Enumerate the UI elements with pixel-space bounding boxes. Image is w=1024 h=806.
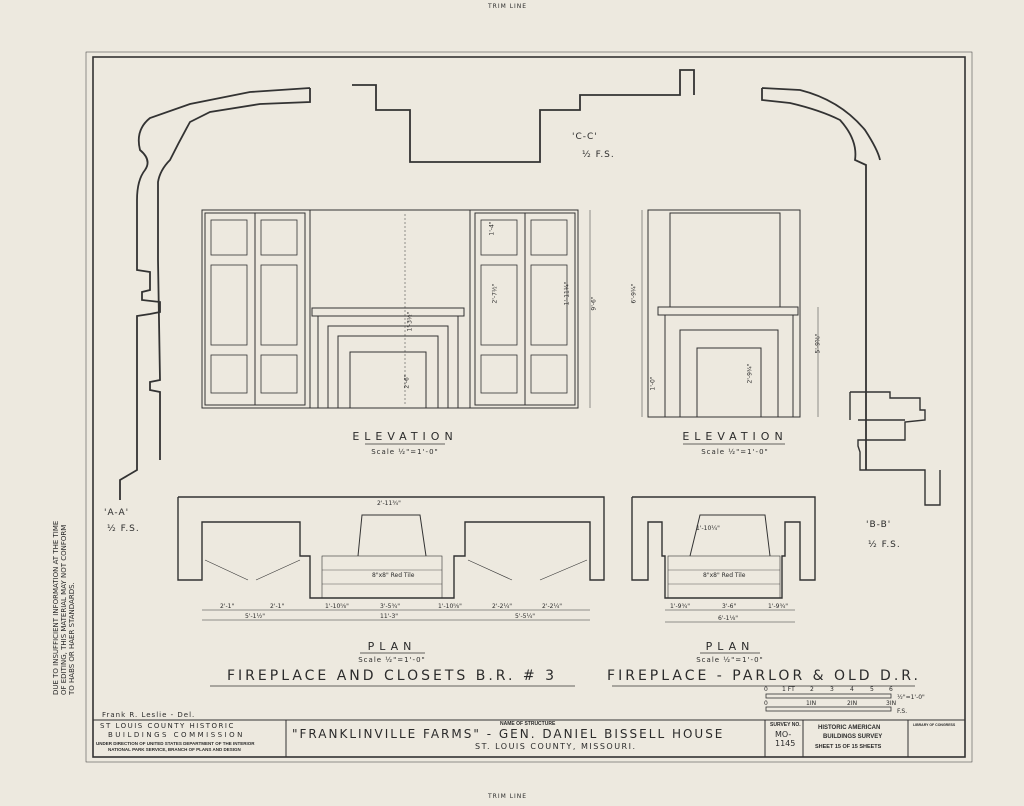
dimension: 1'-9¾" xyxy=(670,603,691,610)
dimension: 6'-9¼" xyxy=(630,283,638,304)
tile-label-left: 8"x8" Red Tile xyxy=(372,572,415,579)
plan-right-drawing xyxy=(631,496,816,623)
dimension: 1'-0" xyxy=(649,376,657,391)
elevation-right-title: Elevation xyxy=(682,430,788,443)
title-block-lines xyxy=(92,719,965,757)
habs-line2: BUILDINGS SURVEY xyxy=(823,734,883,740)
scale-tick: 2IN xyxy=(847,700,858,707)
scale-tick: 0 xyxy=(764,686,768,693)
scale-tick: 5 xyxy=(870,686,874,693)
elevation-left-drawing xyxy=(201,209,591,409)
caption-right: Fireplace - Parlor & Old D.R. xyxy=(607,668,921,684)
outer-border xyxy=(85,51,973,763)
section-aa-label: 'A-A' xyxy=(104,508,130,518)
dimension: 11'-3" xyxy=(380,613,399,620)
dimension: 1'-10¼" xyxy=(696,525,720,532)
location: St. Louis County, Missouri. xyxy=(475,742,637,751)
scale-tick: 1IN xyxy=(806,700,817,707)
dimension: 3'-5¾" xyxy=(380,603,401,610)
plan-right-title: Plan xyxy=(705,640,755,653)
dimension: 5'-9⅝" xyxy=(814,333,822,354)
caption-left: Fireplace and Closets B.R. # 3 xyxy=(227,668,557,684)
scale-tick: 6 xyxy=(889,686,893,693)
dimension: 2'-2¼" xyxy=(542,603,563,610)
molding-profile-aa xyxy=(119,87,311,500)
scale-tick: 1 FT xyxy=(782,686,795,693)
dimension: 1'-9¾" xyxy=(768,603,789,610)
scale-tick: 3 xyxy=(830,686,834,693)
section-cc-label: 'C-C' xyxy=(572,132,598,142)
molding-profile-bb xyxy=(849,391,941,506)
dimension: 9'-6" xyxy=(590,296,598,311)
section-cc-scale: ½ F.S. xyxy=(582,150,615,160)
side-note: DUE TO INSUFFICIENT INFORMATION AT THE T… xyxy=(52,520,76,695)
name-of-structure-label: NAME OF STRUCTURE xyxy=(500,721,556,727)
scale-tick: 4 xyxy=(850,686,854,693)
dimension: 3'-6" xyxy=(722,603,737,610)
sheet-border xyxy=(92,56,966,758)
molding-profile-right xyxy=(761,87,881,470)
dimension: 2'-11¾" xyxy=(377,500,401,507)
dimension: 1'-3½" xyxy=(406,311,414,332)
trim-line-top: TRIM LINE xyxy=(488,3,528,10)
structure-name: "Franklinville Farms" - Gen. Daniel Biss… xyxy=(292,727,725,741)
habs-line1: HISTORIC AMERICAN xyxy=(818,725,881,731)
delineator: Frank R. Leslie - Del. xyxy=(102,711,196,719)
dimension: 5'-1½" xyxy=(245,613,266,620)
commission-under2: NATIONAL PARK SERVICE, BRANCH OF PLANS A… xyxy=(108,747,241,752)
scale-unit: F.S. xyxy=(897,708,908,715)
plan-left-scale: Scale ½"=1'-0" xyxy=(358,656,426,664)
elevation-left-scale: Scale ½"=1'-0" xyxy=(371,448,439,456)
dimension: 2'-1" xyxy=(220,603,235,610)
scale-tick: 2 xyxy=(810,686,814,693)
scale-bar xyxy=(765,693,892,712)
survey-no: MO-1145 xyxy=(775,730,796,748)
molding-profile-cc xyxy=(352,69,695,163)
dimension: 2'-2¼" xyxy=(492,603,513,610)
survey-no-label: SURVEY NO. xyxy=(770,722,801,728)
commission-line1: St Louis County Historic xyxy=(100,722,235,730)
dimension: 1'-10⅝" xyxy=(438,603,462,610)
commission-under: UNDER DIRECTION OF UNITED STATES DEPARTM… xyxy=(96,741,255,746)
scale-tick: 0 xyxy=(764,700,768,707)
library-of-congress: LIBRARY OF CONGRESS xyxy=(913,723,956,727)
elevation-right-scale: Scale ½"=1'-0" xyxy=(701,448,769,456)
dimension: 2'-9¾" xyxy=(746,363,754,384)
trim-line-bottom: TRIM LINE xyxy=(488,793,528,800)
dimension: 1'-4" xyxy=(488,221,496,236)
section-bb-label: 'B-B' xyxy=(866,520,892,530)
dimension: 2'-7½" xyxy=(491,283,499,304)
plan-right-scale: Scale ½"=1'-0" xyxy=(696,656,764,664)
scale-tick: 3IN xyxy=(886,700,897,707)
plan-left-title: Plan xyxy=(367,640,417,653)
dimension: 5'-5¼" xyxy=(515,613,536,620)
tile-label-right: 8"x8" Red Tile xyxy=(703,572,746,579)
section-bb-scale: ½ F.S. xyxy=(868,540,901,550)
scale-unit: ½"=1'-0" xyxy=(897,694,925,701)
elevation-right-drawing xyxy=(641,209,819,418)
elevation-left-title: Elevation xyxy=(352,430,458,443)
dimension: 6'-1⅛" xyxy=(718,615,739,622)
plan-left-drawing xyxy=(177,496,605,621)
sheet-number: SHEET 15 OF 15 SHEETS xyxy=(815,744,882,750)
dimension: 2'-1" xyxy=(270,603,285,610)
dimension: 1'-11¼" xyxy=(563,281,571,306)
section-aa-scale: ½ F.S. xyxy=(107,524,140,534)
dimension: 1'-10⅝" xyxy=(325,603,349,610)
commission-line2: Buildings Commission xyxy=(108,731,245,739)
dimension: 2'-6" xyxy=(403,374,411,389)
